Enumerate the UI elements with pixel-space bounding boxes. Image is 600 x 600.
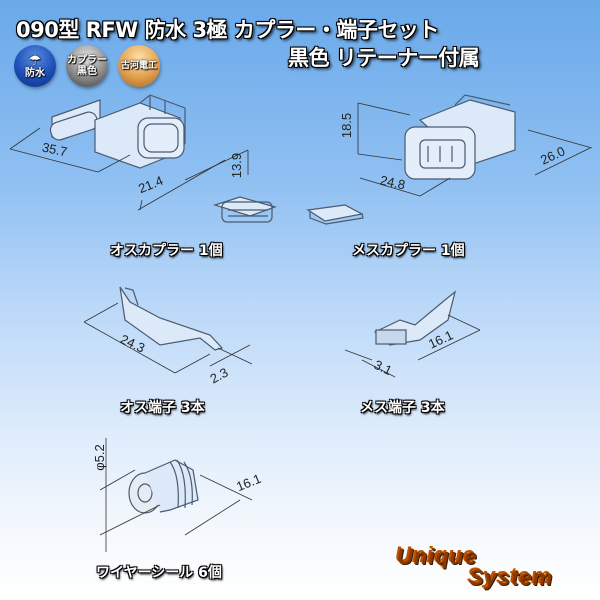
female-coupler-label: メスカプラー 1個: [352, 243, 465, 259]
brand-logo-line1: Unique: [396, 543, 477, 569]
dim-wire-seal-diameter: φ5.2: [91, 444, 107, 471]
female-retainer-drawing: [306, 204, 364, 225]
page-title-line1: 090型 RFW 防水 3極 カプラー・端子セット: [16, 18, 439, 42]
waterproof-badge: ☂ 防水: [14, 45, 56, 87]
female-terminal-label: メス端子 3本: [360, 400, 445, 416]
manufacturer-badge-label: 古河電工: [120, 60, 157, 71]
male-terminal-label: オス端子 3本: [120, 400, 205, 416]
coupler-color-badge-line1: カプラー: [67, 55, 107, 66]
male-terminal-drawing: [119, 286, 224, 351]
male-coupler-label: オスカプラー 1個: [110, 243, 223, 259]
wire-seal-label: ワイヤーシール 6個: [96, 565, 222, 581]
brand-logo-text2: System: [468, 564, 553, 589]
coupler-color-badge-line2: 黒色: [77, 66, 97, 77]
brand-logo-text1: Unique: [396, 543, 477, 568]
umbrella-icon: ☂: [28, 52, 42, 69]
brand-logo-line2: System: [468, 564, 552, 590]
waterproof-badge-label: 防水: [25, 67, 45, 79]
female-terminal-drawing: [373, 290, 457, 346]
coupler-color-badge: カプラー 黒色: [66, 45, 108, 87]
dim-female-coupler-height: 18.5: [339, 112, 355, 139]
dim-male-coupler-height: 13.9: [229, 152, 245, 179]
male-coupler-drawing: [49, 94, 186, 169]
male-retainer-drawing: [213, 196, 277, 223]
female-coupler-drawing: [404, 94, 516, 180]
manufacturer-badge: 古河電工: [118, 45, 160, 87]
page-title-line2: 黒色 リテーナー付属: [288, 46, 480, 70]
wire-seal-drawing: [128, 459, 199, 514]
